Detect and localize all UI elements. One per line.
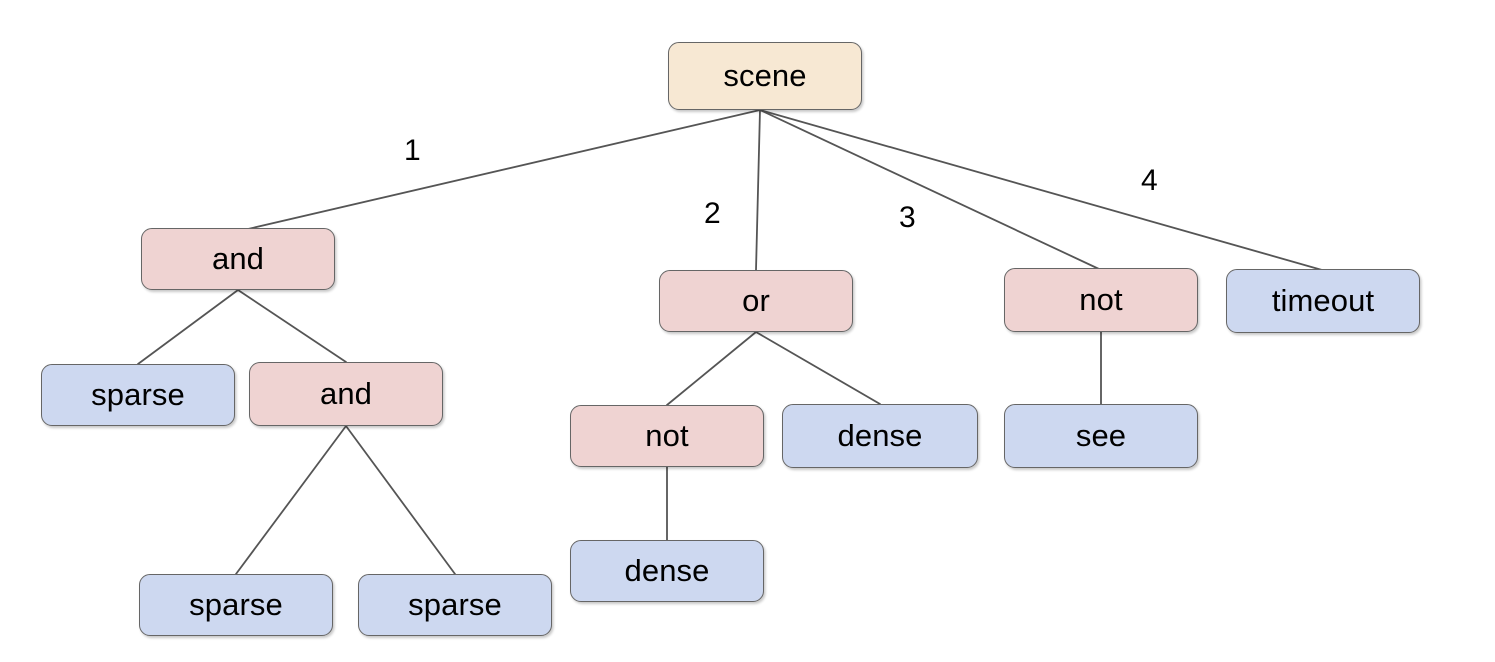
edge-and1-to-and2 bbox=[237, 289, 347, 363]
edge-label-2: 2 bbox=[704, 197, 721, 230]
edge-scene-to-not1 bbox=[759, 109, 1100, 270]
edge-label-1: 1 bbox=[404, 134, 421, 167]
edge-scene-to-timeout bbox=[759, 109, 1323, 271]
node-sparse1[interactable]: sparse bbox=[41, 364, 235, 426]
node-see[interactable]: see bbox=[1004, 404, 1198, 468]
node-label-dense2: dense bbox=[624, 552, 710, 588]
node-timeout[interactable]: timeout bbox=[1226, 269, 1420, 333]
edge-or1-to-dense1 bbox=[755, 331, 881, 405]
node-and1[interactable]: and bbox=[141, 228, 335, 290]
edge-and2-to-sparse2 bbox=[235, 425, 347, 575]
node-label-and1: and bbox=[211, 240, 265, 276]
edge-or1-to-not2 bbox=[666, 331, 757, 406]
edge-scene-to-or1 bbox=[755, 109, 761, 271]
node-label-not2: not bbox=[645, 417, 689, 453]
node-label-see: see bbox=[1075, 417, 1127, 453]
node-sparse3[interactable]: sparse bbox=[358, 574, 552, 636]
node-dense1[interactable]: dense bbox=[782, 404, 978, 468]
node-label-timeout: timeout bbox=[1271, 282, 1375, 318]
node-label-scene: scene bbox=[723, 57, 807, 93]
node-label-not1: not bbox=[1079, 281, 1123, 317]
node-scene[interactable]: scene bbox=[668, 42, 862, 110]
node-label-or1: or bbox=[742, 282, 770, 318]
node-and2[interactable]: and bbox=[249, 362, 443, 426]
edge-label-4: 4 bbox=[1141, 164, 1158, 197]
node-sparse2[interactable]: sparse bbox=[139, 574, 333, 636]
node-not1[interactable]: not bbox=[1004, 268, 1198, 332]
node-label-dense1: dense bbox=[837, 417, 923, 453]
node-label-sparse3: sparse bbox=[408, 586, 502, 622]
node-or1[interactable]: or bbox=[659, 270, 853, 332]
node-not2[interactable]: not bbox=[570, 405, 764, 467]
node-label-sparse2: sparse bbox=[189, 586, 283, 622]
edge-scene-to-and1 bbox=[247, 109, 761, 230]
node-label-and2: and bbox=[319, 375, 373, 411]
node-label-sparse1: sparse bbox=[91, 376, 185, 412]
edge-and1-to-sparse1 bbox=[137, 289, 239, 365]
node-dense2[interactable]: dense bbox=[570, 540, 764, 602]
edge-label-3: 3 bbox=[899, 201, 916, 234]
edge-and2-to-sparse3 bbox=[345, 425, 456, 575]
